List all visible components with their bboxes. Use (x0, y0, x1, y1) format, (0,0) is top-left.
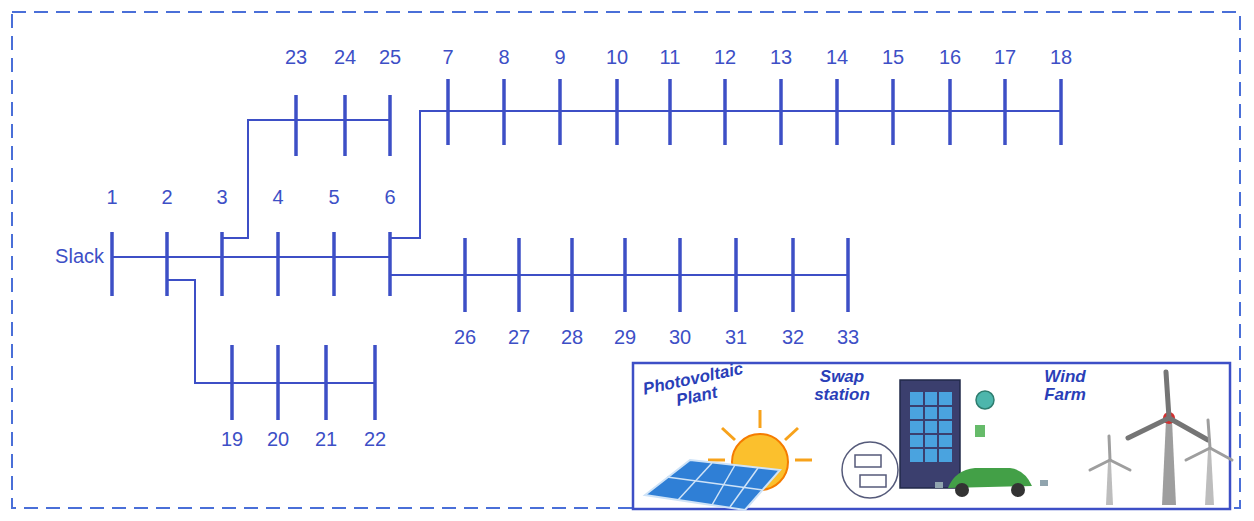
bus-number: 6 (384, 186, 395, 208)
bus-number: 13 (770, 46, 792, 68)
feeder-lines (112, 111, 1061, 383)
bus-number: 14 (826, 46, 848, 68)
bus-number: 5 (328, 186, 339, 208)
bus-number: 33 (837, 326, 859, 348)
bus-number: 9 (554, 46, 565, 68)
solar-panel-icon (645, 460, 780, 510)
swap-station-icon (842, 380, 1048, 498)
bus-number: 8 (498, 46, 509, 68)
bus-number: 29 (614, 326, 636, 348)
bus-number: 26 (454, 326, 476, 348)
bus-number: 15 (882, 46, 904, 68)
bus-number: 23 (285, 46, 307, 68)
wind-turbine-icon (1090, 372, 1232, 505)
inset-caption: Swap station (811, 368, 873, 404)
bus-number: 25 (379, 46, 401, 68)
bus-number: 11 (660, 46, 681, 68)
slack-label: Slack (55, 245, 104, 267)
bus-number: 16 (939, 46, 961, 68)
bus-number: 10 (606, 46, 628, 68)
bus-number: 31 (725, 326, 747, 348)
bus-number: 30 (669, 326, 691, 348)
bus-number: 2 (161, 186, 172, 208)
bus-number: 1 (106, 186, 117, 208)
boundary-frame (12, 12, 1240, 508)
bus-number: 3 (216, 186, 227, 208)
bus-number: 12 (714, 46, 736, 68)
inset-caption: Wind Farm (1035, 368, 1095, 404)
bus-number: 17 (994, 46, 1016, 68)
bus-number: 4 (272, 186, 283, 208)
bus-number: 20 (267, 428, 289, 450)
bus-number: 28 (561, 326, 583, 348)
bus-number: 32 (782, 326, 804, 348)
bus-number: 24 (334, 46, 356, 68)
bus-number: 19 (221, 428, 243, 450)
bus-number: 18 (1050, 46, 1072, 68)
bus-number: 22 (364, 428, 386, 450)
bus-number: 27 (508, 326, 530, 348)
bus-number: 7 (442, 46, 453, 68)
bus-number: 21 (315, 428, 337, 450)
